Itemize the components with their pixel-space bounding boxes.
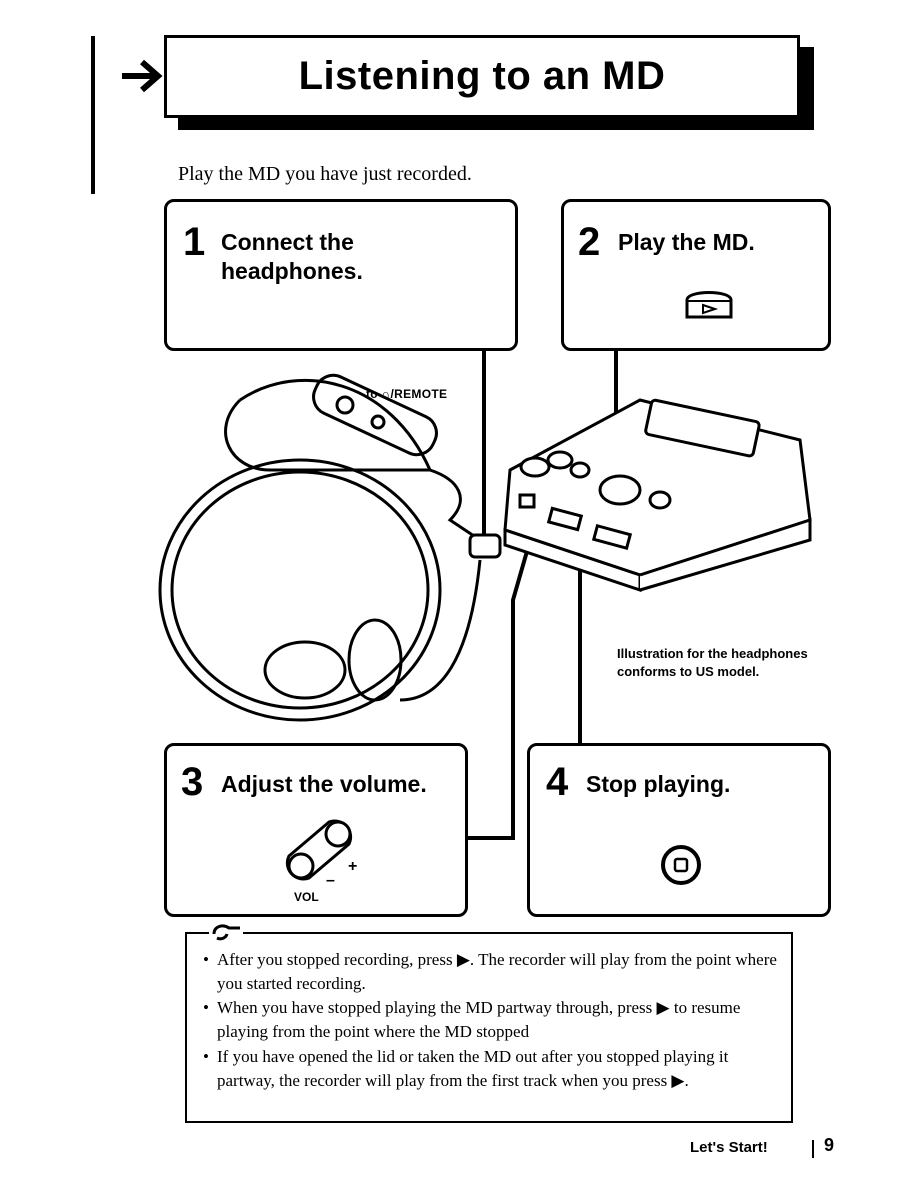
step-title: Connect the headphones. — [221, 228, 363, 286]
volume-plus-label: + — [348, 858, 358, 875]
step-number: 4 — [546, 760, 569, 804]
title-box: Listening to an MD — [164, 35, 800, 118]
footer-divider — [812, 1140, 814, 1158]
page-number: 9 — [824, 1135, 835, 1155]
volume-minus-label: – — [326, 872, 335, 889]
stop-button-icon — [661, 845, 701, 885]
step-title-line: Connect the — [221, 229, 354, 255]
step-2-box: 2 Play the MD. — [561, 199, 831, 351]
plug-drawing — [468, 533, 502, 559]
volume-button-icon — [285, 819, 353, 881]
play-button-icon — [685, 291, 733, 319]
step-4-box: 4 Stop playing. — [527, 743, 831, 917]
step-3-box: 3 Adjust the volume. + – VOL — [164, 743, 468, 917]
page-title: Listening to an MD — [298, 54, 666, 98]
note-item: After you stopped recording, press ▶. Th… — [201, 948, 781, 996]
margin-bar — [91, 36, 95, 194]
md-recorder-drawing — [503, 398, 812, 593]
remote-drawing — [312, 373, 438, 457]
step-title: Adjust the volume. — [221, 771, 427, 797]
hint-hand-icon — [209, 920, 243, 944]
headphones-drawing — [158, 379, 482, 722]
step-title: Stop playing. — [586, 771, 731, 797]
notes-box: After you stopped recording, press ▶. Th… — [185, 932, 793, 1123]
intro-text: Play the MD you have just recorded. — [178, 163, 472, 185]
step-1-box: 1 Connect the headphones. — [164, 199, 518, 351]
note-item: When you have stopped playing the MD par… — [201, 996, 781, 1044]
section-label: Let's Start! — [690, 1139, 768, 1156]
step-number: 2 — [578, 220, 601, 264]
note-item: If you have opened the lid or taken the … — [201, 1045, 781, 1093]
remote-jack-label: to ∩/REMOTE — [366, 387, 448, 401]
step-title: Play the MD. — [618, 229, 755, 255]
step-title-line: headphones. — [221, 257, 363, 284]
vol-label: VOL — [294, 890, 319, 904]
right-arrow-icon — [122, 59, 163, 93]
illustration-caption: Illustration for the headphones conforms… — [617, 646, 808, 679]
step-number: 3 — [181, 760, 204, 804]
step-number: 1 — [183, 220, 206, 264]
notes-list: After you stopped recording, press ▶. Th… — [201, 948, 781, 1093]
